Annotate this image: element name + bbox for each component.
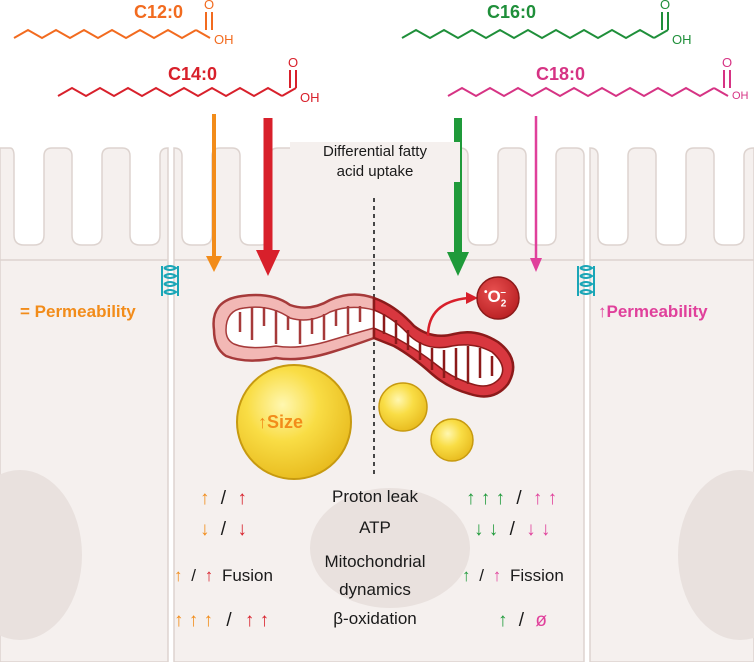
c12-label: C12:0 — [134, 2, 184, 22]
c18-o: O — [722, 55, 733, 70]
row-dynamics-left: ↑ / ↑ Fusion — [174, 566, 273, 586]
c12-o: O — [204, 0, 215, 12]
beta-ox-c16: ↑ — [498, 610, 508, 631]
fission-label: Fission — [509, 566, 564, 585]
proton-leak-label: Proton leak — [332, 487, 418, 506]
c16-chain — [401, 12, 669, 40]
beta-ox-label: β-oxidation — [333, 609, 417, 628]
mitochondrion-left — [212, 293, 376, 362]
c18-label: C18:0 — [536, 64, 586, 84]
atp-sep-left: / — [220, 519, 227, 540]
ros-arrow — [426, 296, 469, 337]
dynamics-label-line1: Mitochondrial — [324, 552, 426, 571]
atp-c14: ↓ — [237, 519, 247, 540]
c18-uptake-arrow — [530, 116, 542, 272]
dynamics-c12: ↑ — [174, 566, 183, 585]
atp-c16: ↓ ↓ — [474, 519, 499, 540]
c14-oh: OH — [300, 90, 320, 105]
atp-c12: ↓ — [200, 519, 210, 540]
dynamics-c16: ↑ — [462, 566, 471, 585]
row-proton-leak-right: ↑ ↑ ↑ / ↑ ↑ — [466, 488, 557, 510]
row-beta-ox-right: ↑ / ø — [498, 610, 547, 632]
c14-o: O — [288, 55, 299, 70]
dynamics-c18: ↑ — [492, 566, 502, 585]
beta-ox-c12: ↑ ↑ ↑ — [174, 610, 214, 631]
c14-uptake-arrow — [256, 118, 280, 276]
proton-leak-sep-left: / — [220, 488, 227, 509]
c16-o: O — [660, 0, 671, 12]
lipid-size-label: ↑Size — [258, 412, 304, 432]
uptake-label-line1: Differential fatty — [323, 143, 427, 160]
ros-arrowhead — [466, 292, 478, 304]
uptake-label-line2: acid uptake — [336, 163, 414, 180]
proton-leak-c16: ↑ ↑ ↑ — [466, 488, 506, 509]
atp-c18: ↓ ↓ — [526, 519, 551, 540]
left-permeability: = Permeability — [20, 302, 136, 321]
dynamics-c14: ↑ — [204, 566, 214, 585]
proton-leak-c12: ↑ — [200, 488, 210, 509]
proton-leak-sep-right: / — [516, 488, 522, 509]
uptake-label: Differential fatty acid uptake — [290, 142, 460, 182]
superoxide-dot: • — [484, 287, 488, 298]
lipid-droplet-small-2 — [430, 418, 474, 462]
row-atp-left: ↓ / ↓ — [200, 519, 247, 541]
proton-leak-c18: ↑ ↑ — [532, 488, 558, 509]
superoxide-o: O — [487, 287, 501, 306]
right-permeability: ↑Permeability — [598, 302, 708, 321]
row-atp-right: ↓ ↓ / ↓ ↓ — [474, 519, 550, 541]
cell-membranes — [0, 147, 754, 662]
atp-label: ATP — [359, 518, 391, 537]
row-proton-leak-left: ↑ / ↑ — [200, 488, 247, 510]
superoxide-text: •O2– — [484, 287, 506, 309]
superoxide-sup: – — [500, 287, 506, 298]
lipid-droplet-large — [236, 364, 352, 480]
mitochondrion-right — [372, 296, 515, 398]
c18-oh: OH — [732, 90, 749, 102]
dynamics-label: Mitochondrial dynamics — [296, 548, 454, 604]
row-dynamics-right: ↑ / ↑ Fission — [462, 566, 564, 586]
c16-oh: OH — [672, 32, 692, 47]
c18-chain — [447, 70, 731, 98]
lipid-droplet-small-1 — [378, 382, 428, 432]
superoxide-sub: 2 — [500, 298, 507, 310]
c16-label: C16:0 — [487, 2, 537, 22]
dynamics-sep-left: / — [191, 566, 196, 585]
beta-ox-sep-right: / — [518, 610, 525, 631]
beta-ox-c14: ↑ ↑ — [244, 610, 270, 631]
dynamics-sep-right: / — [479, 566, 484, 585]
beta-ox-sep-left: / — [226, 610, 232, 631]
dynamics-label-line2: dynamics — [339, 580, 411, 599]
c12-uptake-arrow — [206, 114, 222, 272]
c12-chain — [13, 12, 213, 40]
fusion-label: Fusion — [221, 566, 273, 585]
tight-junction-icon-right — [577, 265, 595, 296]
c16-uptake-arrow — [447, 118, 469, 276]
beta-ox-c18: ø — [535, 610, 547, 631]
row-beta-ox-left: ↑ ↑ ↑ / ↑ ↑ — [174, 610, 269, 632]
c12-oh: OH — [214, 32, 234, 47]
c14-label: C14:0 — [168, 64, 218, 84]
superoxide-bubble — [476, 276, 520, 320]
proton-leak-c14: ↑ — [237, 488, 247, 509]
atp-sep-right: / — [509, 519, 515, 540]
c14-chain — [57, 70, 297, 98]
tight-junction-icon-left — [161, 265, 179, 296]
